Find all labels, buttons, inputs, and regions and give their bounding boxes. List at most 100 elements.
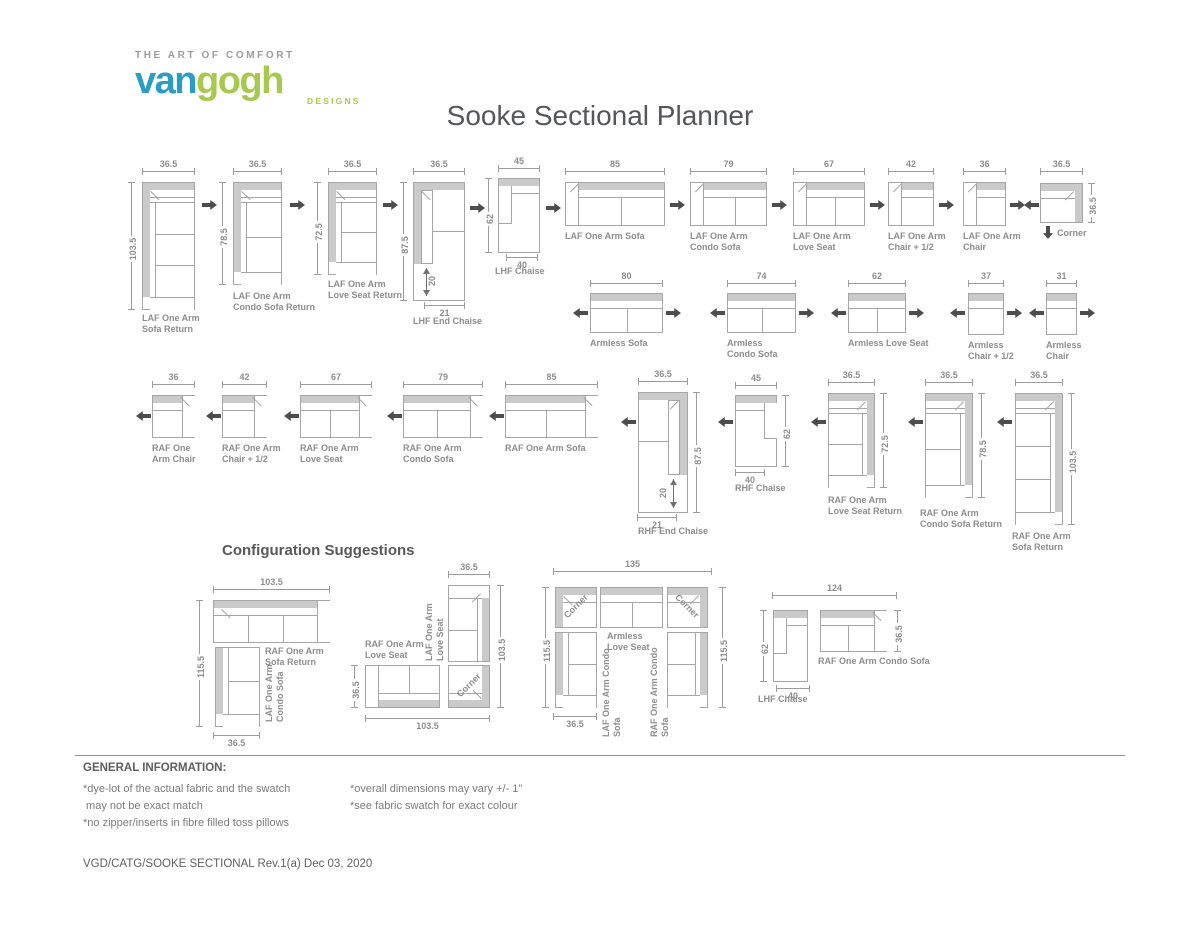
dim-line [300, 384, 372, 385]
cfg2-raf-one-arm-love-seat [365, 665, 440, 708]
dim-line [142, 171, 195, 172]
dim-text: 79 [437, 372, 448, 382]
back-strip-top [976, 183, 1005, 190]
cfg3-corner-right [667, 587, 708, 628]
dim-line [506, 257, 538, 258]
direction-arrow-r [202, 200, 217, 210]
armless-love-seat-label: Armless Love Seat [848, 338, 929, 349]
back-line [1050, 413, 1051, 512]
dim-text: 36.5 [1030, 370, 1048, 380]
back-strip-top [1041, 184, 1082, 191]
seat-line [786, 625, 807, 626]
arm-right [874, 611, 887, 651]
cushion-divider [437, 410, 438, 437]
dim-tick [300, 381, 301, 388]
laf-one-arm-condo-sofa-return [233, 182, 282, 285]
label-line: RAF One Arm Condo Sofa [818, 656, 930, 666]
label-line: LHF End Chaise [413, 316, 483, 326]
dim-line [772, 595, 897, 596]
label-line: LAF One Arm [142, 313, 200, 323]
raf-one-arm-sofa-label: RAF One Arm Sofa [505, 443, 586, 454]
dim-tick [365, 715, 366, 722]
label-line: Love Seat [793, 241, 836, 252]
seat-line [150, 197, 194, 198]
dim-text: 79 [723, 159, 734, 169]
label-line: Chair [963, 241, 987, 252]
dim-tick [972, 379, 973, 386]
dim-text: 36 [979, 159, 990, 169]
back-strip-right [680, 400, 687, 476]
dim-tick [764, 469, 765, 476]
back-strip-top [703, 183, 766, 190]
note-line: may not be exact match [83, 800, 203, 812]
direction-arrow-r [290, 200, 305, 210]
dim-text: 115.5 [714, 631, 732, 671]
note-line: *see fabric swatch for exact colour [350, 800, 518, 812]
dim-text: 36.5 [460, 562, 478, 572]
dim-tick [497, 585, 504, 586]
armless-sofa-label: Armless Sofa [590, 338, 648, 349]
dim-text: 36.5 [566, 719, 584, 729]
back-strip-left [216, 648, 223, 714]
seat-line [336, 197, 376, 198]
dim-tick [542, 707, 549, 708]
label-line: Condo Sofa [403, 453, 454, 464]
back-strip-right [965, 401, 972, 485]
dim-tick [809, 685, 810, 692]
arm-top [336, 190, 376, 203]
dim-line [735, 385, 777, 386]
dim-tick [400, 300, 407, 301]
arm-left [794, 183, 807, 225]
label-line: LAF One Arm [264, 664, 274, 722]
config-suggestions-title: Configuration Suggestions [222, 542, 415, 559]
dim-tick [194, 381, 195, 388]
dim-tick [896, 592, 897, 599]
dim-tick [489, 571, 490, 578]
dim-text: 124 [826, 583, 843, 593]
back-strip-right [1075, 191, 1082, 222]
dim-line [776, 688, 810, 689]
dim-line [828, 382, 875, 383]
dim-line [413, 171, 465, 172]
seat-line [241, 197, 281, 198]
dim-text: 115.5 [537, 631, 555, 671]
logo-designs-sub: DESIGNS [307, 96, 361, 106]
label-line: RAF One Arm [222, 443, 281, 453]
raf-one-arm-love-seat-return [828, 393, 875, 488]
back-strip-top [578, 183, 664, 190]
laf-one-arm-chair [963, 182, 1006, 226]
label-line: Arm Chair [152, 453, 196, 464]
dim-tick [553, 568, 554, 575]
arm-bottom [1016, 512, 1055, 525]
dim-line [727, 283, 796, 284]
dim-tick [711, 568, 712, 575]
dim-tick [565, 168, 566, 175]
dim-line [505, 384, 598, 385]
dim-text: 36.5 [1083, 186, 1101, 226]
dim-text: 135 [624, 559, 641, 569]
dim-text: 67 [823, 159, 834, 169]
page-title: Sooke Sectional Planner [446, 100, 754, 131]
dim-tick [328, 168, 329, 175]
seat-line [223, 410, 254, 411]
dim-tick [1005, 168, 1006, 175]
corner-diag [472, 689, 482, 699]
label-line: RAF One Arm [403, 443, 462, 453]
label-line: LAF One Arm [888, 231, 946, 241]
seat-line [926, 408, 965, 409]
rhf-end-chaise: 20 [638, 392, 688, 513]
direction-arrow-down [1043, 226, 1053, 239]
dim-tick [1015, 379, 1016, 386]
direction-arrow-l [997, 417, 1012, 427]
dim-text: 21 [439, 308, 450, 318]
arm-left [421, 190, 433, 264]
raf-one-arm-chair [152, 395, 195, 438]
arm-bottom [150, 297, 194, 310]
dim-text-value: 115.5 [719, 637, 729, 664]
